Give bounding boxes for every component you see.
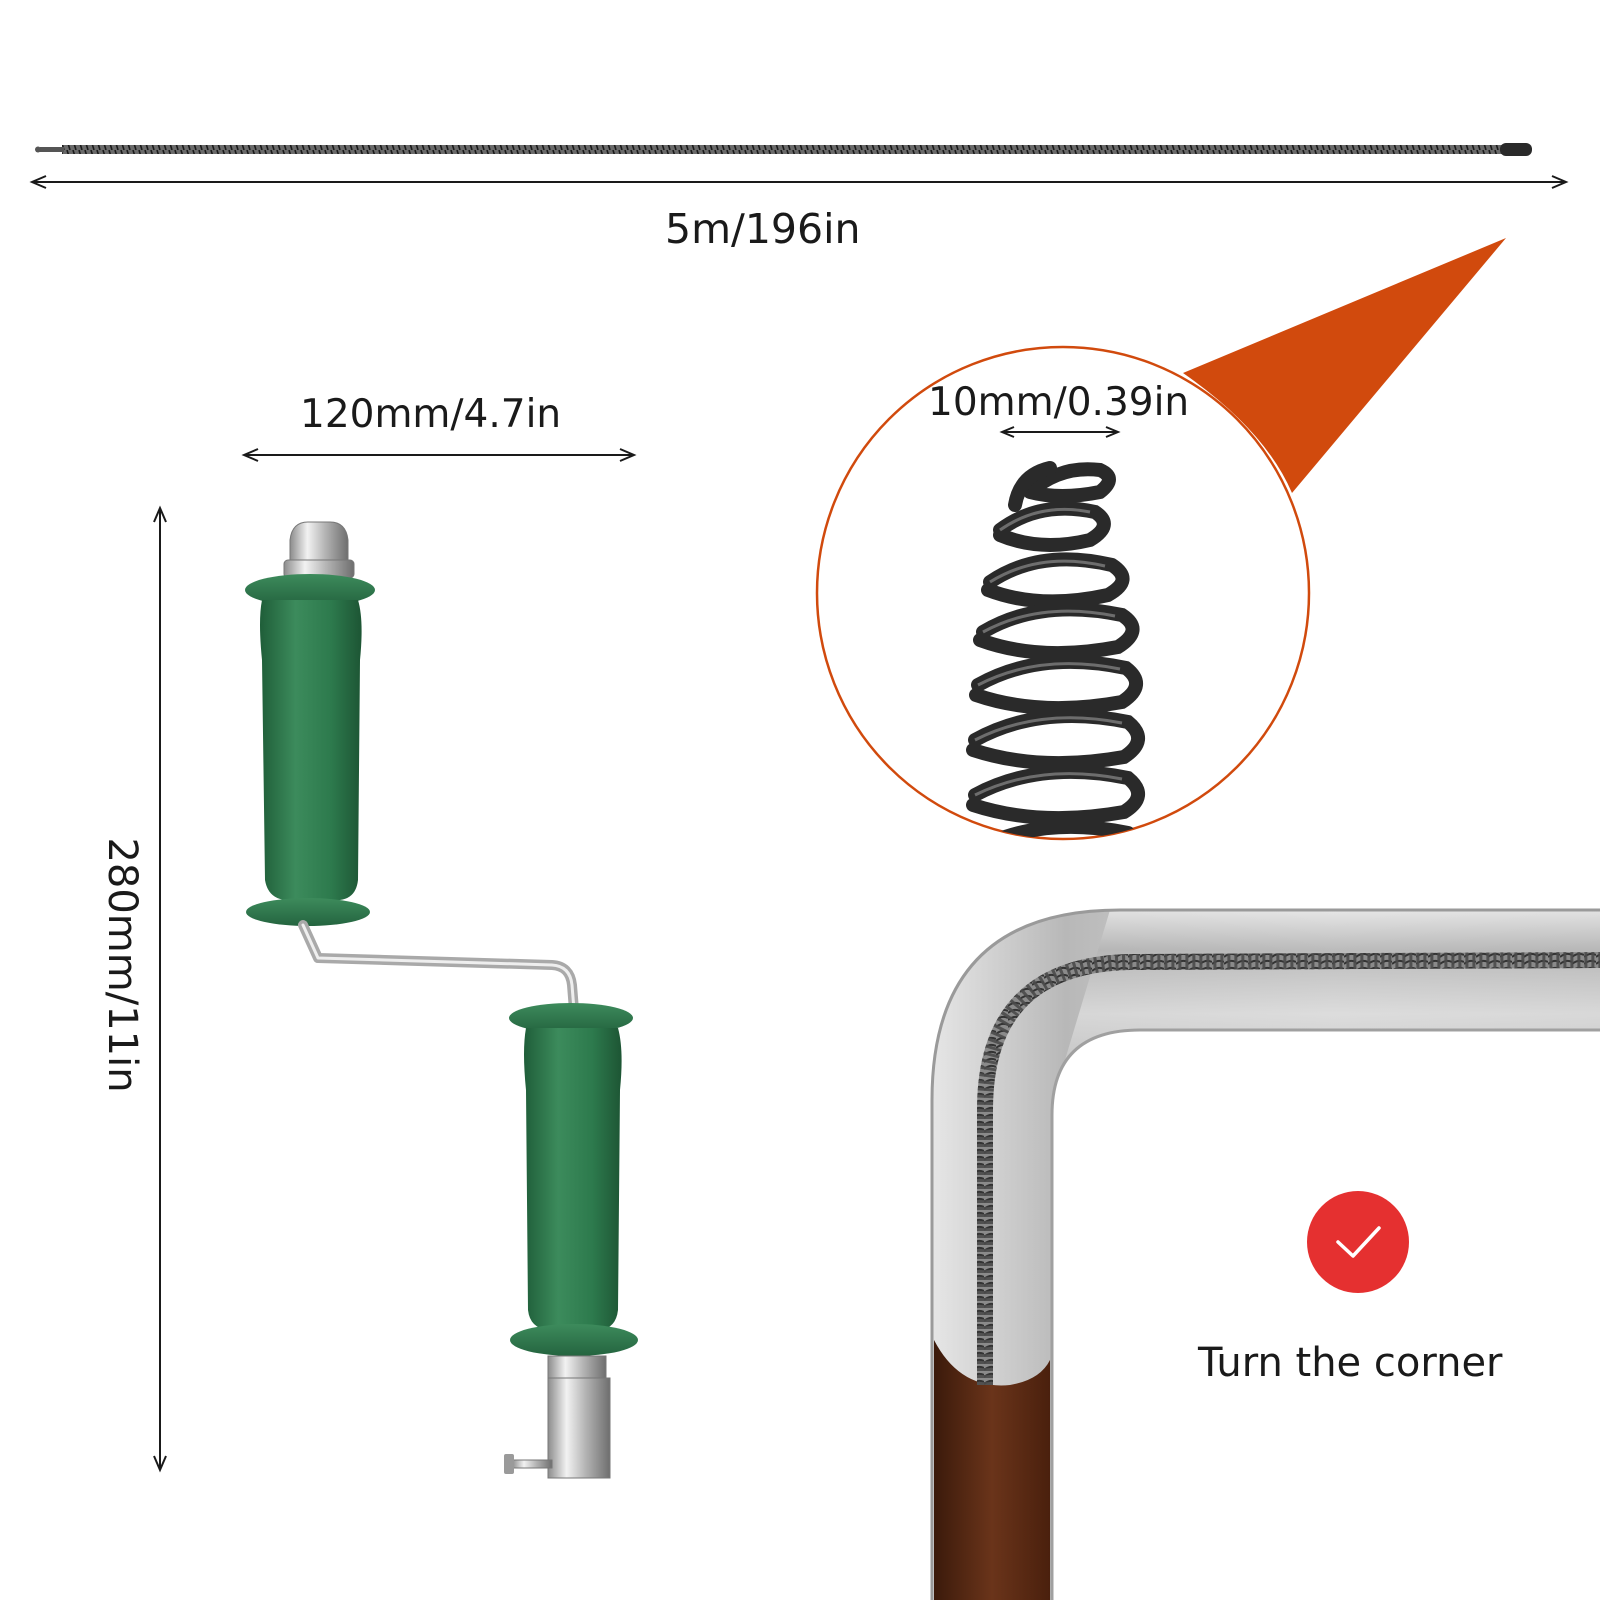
crank-handle-image [245,521,638,1479]
spring-callout [815,238,1506,841]
handle-width-arrow [241,448,637,462]
spring-diameter-label: 10mm/0.39in [928,380,1190,425]
cable-length-arrow [29,175,1569,189]
handle-width-label: 120mm/4.7in [300,392,562,437]
cable-length-label: 5m/196in [665,205,861,253]
callout-pointer [1183,238,1506,493]
drain-cable-image [35,143,1532,156]
handle-height-arrow [153,505,167,1473]
feature-caption: Turn the corner [1198,1340,1503,1386]
checkmark-icon [1307,1191,1409,1293]
